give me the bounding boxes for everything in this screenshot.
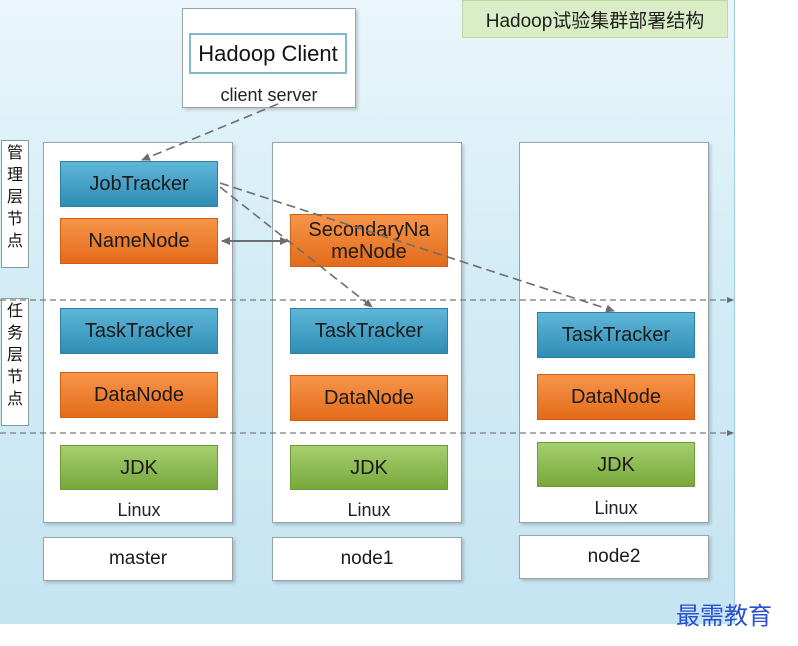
hadoop-client-box: Hadoop Client: [189, 33, 347, 74]
node1-secondarynamenode-line1: SecondaryNa: [308, 218, 430, 241]
node2-os-label: Linux: [594, 497, 638, 518]
node2-jdk-box: JDK: [537, 442, 695, 487]
jobtracker-to-node1-tasktracker-arrow: [219, 186, 373, 308]
node1-secondarynamenode-box: SecondaryNa meNode: [290, 214, 448, 267]
master-namenode-box: NameNode: [60, 218, 218, 264]
node1-datanode-box: DataNode: [290, 375, 448, 421]
node2-host-label: node2: [519, 535, 709, 579]
master-host-label: master: [43, 537, 233, 581]
node2-tasktracker-box: TaskTracker: [537, 312, 695, 358]
node1-os-label: Linux: [347, 499, 391, 520]
client-to-jobtracker-arrow: [141, 103, 279, 161]
node2-datanode-box: DataNode: [537, 374, 695, 420]
watermark: 最需教育: [676, 601, 772, 630]
node1-jdk-box: JDK: [290, 445, 448, 490]
jobtracker-to-node2-tasktracker-arrow: [219, 182, 615, 313]
node1-host-label: node1: [272, 537, 462, 581]
client-server-label: client server: [220, 84, 318, 105]
node1-tasktracker-box: TaskTracker: [290, 308, 448, 354]
master-datanode-box: DataNode: [60, 372, 218, 418]
master-jobtracker-box: JobTracker: [60, 161, 218, 207]
diagram-title: Hadoop试验集群部署结构: [462, 0, 728, 38]
task-layer-label: 任务层节点: [1, 298, 29, 426]
master-os-label: Linux: [117, 499, 161, 520]
node1-secondarynamenode-line2: meNode: [331, 240, 407, 263]
management-layer-label: 管理层节点: [1, 140, 29, 268]
management-layer-text: 管理层节点: [6, 145, 23, 250]
task-layer-text: 任务层节点: [6, 303, 23, 408]
master-jdk-box: JDK: [60, 445, 218, 490]
master-tasktracker-box: TaskTracker: [60, 308, 218, 354]
